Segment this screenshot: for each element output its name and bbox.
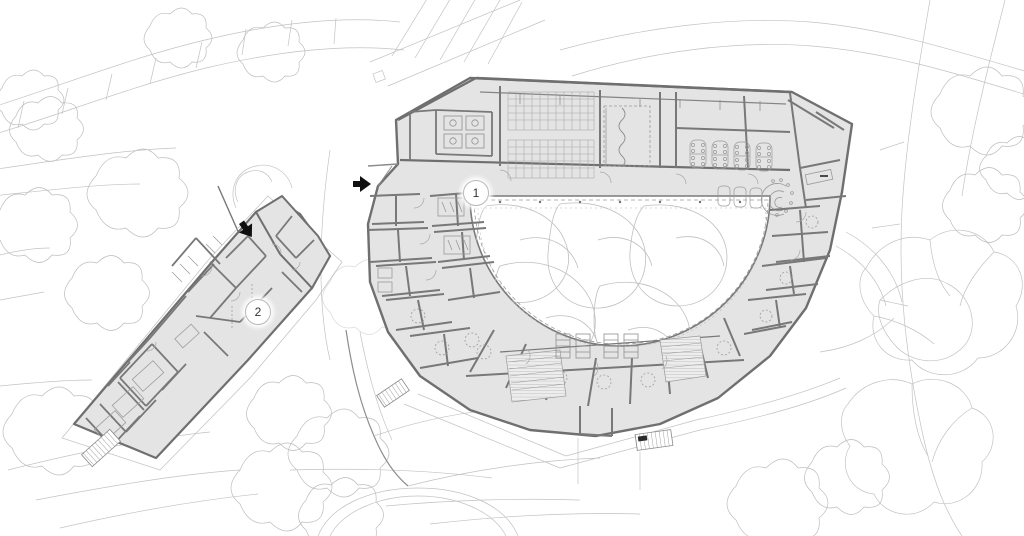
east-wing <box>743 99 847 335</box>
annex-door-swings <box>146 243 301 352</box>
south-exit-stair <box>634 429 674 451</box>
annex-stair <box>80 428 122 468</box>
tree-cluster-east <box>859 229 1023 376</box>
dining-table <box>711 140 729 170</box>
west-wing-furniture <box>377 197 480 356</box>
annex-furniture <box>93 235 253 442</box>
stage-platform <box>603 105 651 167</box>
plan-marker-2-label: 2 <box>254 305 262 319</box>
entrance-arrow-annex <box>238 220 253 237</box>
auditorium-block-a <box>507 91 595 131</box>
south-plaza-lines <box>403 377 847 490</box>
cafe-counter <box>760 178 794 217</box>
north-wing <box>397 76 801 217</box>
east-service-road <box>871 0 1006 536</box>
nw-canopy <box>377 165 393 187</box>
courtyard-glass-mullions <box>498 200 742 204</box>
tree-cluster-east-lower <box>841 379 994 515</box>
plan-marker-1[interactable]: 1 <box>463 180 489 206</box>
plan-marker-2[interactable]: 2 <box>245 299 271 325</box>
stage-curtain <box>618 107 626 167</box>
lab-benches <box>555 333 639 359</box>
dining-tables <box>689 139 773 172</box>
west-wing <box>367 191 501 369</box>
north-curved-path <box>0 17 405 133</box>
nw-office-walls <box>409 109 493 160</box>
south-lawn-circle <box>317 487 519 536</box>
dining-table <box>733 141 751 171</box>
dining-table <box>755 142 773 172</box>
south-vestibule <box>579 406 613 437</box>
auditorium-seating <box>507 91 595 179</box>
courtyard-landscape <box>475 202 728 348</box>
auditorium-block-b <box>507 139 595 179</box>
dining-tables-lower <box>717 185 763 209</box>
main-building <box>366 76 854 451</box>
tiered-seating <box>505 349 567 403</box>
nw-office-desks <box>443 115 485 149</box>
entrance-arrow-main <box>353 176 371 192</box>
main-door-swings <box>413 169 807 377</box>
annex-ne-block <box>254 194 332 290</box>
annex-site-outline <box>61 195 343 471</box>
annex-building <box>61 194 343 471</box>
nw-entry-wall <box>367 163 399 167</box>
north-wing-walls <box>499 86 801 169</box>
west-entry-stair <box>376 378 410 408</box>
parking-bays <box>369 0 546 87</box>
courtyard-colonnade-line <box>470 199 769 345</box>
east-entry-court <box>819 231 903 353</box>
north-east-road <box>559 20 1024 95</box>
tiered-seating-east <box>659 335 707 383</box>
plan-marker-1-label: 1 <box>472 186 480 200</box>
east-wing-furniture <box>759 168 834 323</box>
dining-table <box>689 139 707 169</box>
